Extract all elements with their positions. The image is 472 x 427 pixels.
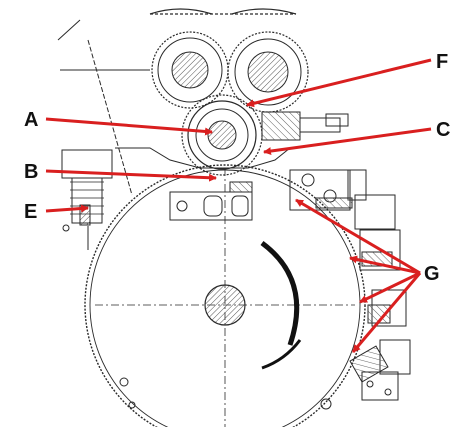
arrow-f — [246, 58, 432, 108]
label-g: G — [424, 263, 440, 285]
middle-plate — [115, 147, 291, 221]
label-c: C — [436, 119, 451, 141]
top-partial-gears — [149, 8, 297, 15]
bottom-parts — [119, 377, 332, 410]
right-block — [261, 111, 349, 141]
arrow-e — [45, 204, 89, 213]
central-roller — [181, 94, 263, 176]
diagonal-rod — [57, 19, 150, 196]
left-mechanism — [61, 149, 113, 250]
upper-right-gear — [227, 31, 309, 113]
arrow-g3 — [359, 271, 421, 304]
main-drum — [84, 164, 366, 427]
arrow-a — [45, 117, 213, 136]
arrow-c — [263, 127, 432, 156]
label-e: E — [24, 201, 38, 223]
label-a: A — [24, 109, 39, 131]
arrow-g1 — [295, 198, 421, 275]
label-b: B — [24, 161, 39, 183]
upper-left-gear — [151, 31, 229, 109]
arrow-b — [45, 169, 217, 182]
label-f: F — [436, 51, 449, 73]
arrow-g2 — [349, 255, 421, 275]
callout-arrows — [45, 58, 432, 353]
arrow-g4 — [351, 272, 422, 353]
